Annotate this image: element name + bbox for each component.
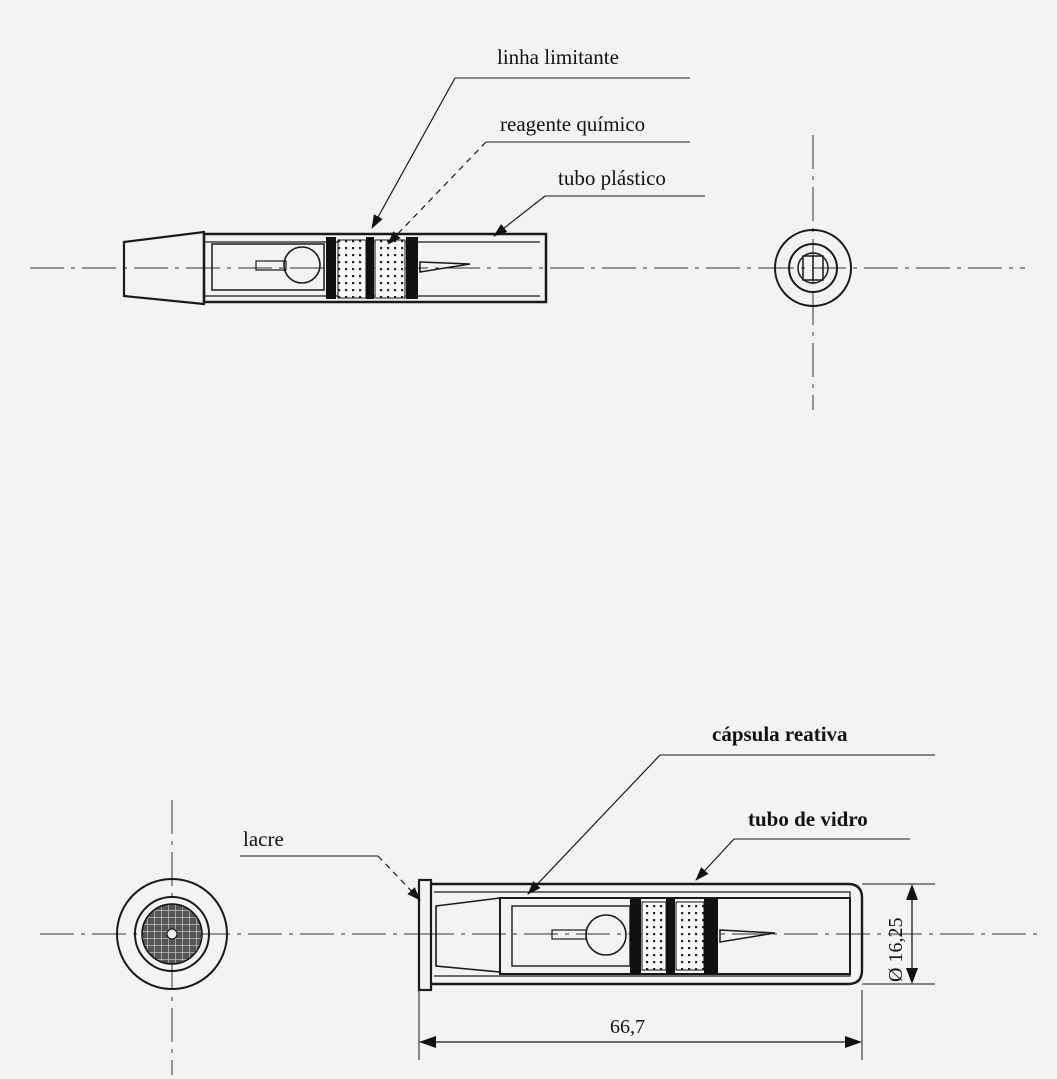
label-capsula-reativa: cápsula reativa [712, 722, 848, 746]
dimension-diameter: Ø 16,25 [862, 883, 935, 985]
label-reagente-quimico: reagente químico [500, 112, 645, 136]
plastic-tube-end-view [760, 135, 1025, 410]
label-tubo-de-vidro: tubo de vidro [748, 807, 868, 831]
limit-band [326, 237, 336, 299]
glass-tube-body [431, 882, 864, 986]
dimension-length-value: 66,7 [610, 1016, 645, 1038]
plastic-tube-side-view [30, 230, 760, 306]
limit-line [366, 237, 374, 299]
capsule-ball [283, 246, 321, 284]
label-lacre: lacre [243, 827, 284, 851]
dimension-diameter-value: Ø 16,25 [885, 918, 907, 982]
tube-conical-tip [122, 230, 206, 306]
label-tubo-plastico: tubo plástico [558, 166, 666, 190]
seal [417, 878, 433, 992]
glass-tube-side-view [417, 878, 1040, 992]
reagent-zone-1 [337, 239, 367, 299]
top-labels: linha limitante reagente químico tubo pl… [371, 45, 705, 245]
limit-band [406, 237, 418, 299]
label-linha-limitante: linha limitante [497, 45, 619, 69]
plastic-tube-body [202, 232, 548, 304]
reagent-zone-2 [374, 239, 406, 299]
inner-capsule [211, 243, 325, 291]
bottom-labels: cápsula reativa tubo de vidro lacre [240, 722, 935, 901]
dimension-length: 66,7 [418, 990, 863, 1060]
glass-tip [419, 261, 471, 273]
glass-tube-end-view [40, 800, 420, 1075]
